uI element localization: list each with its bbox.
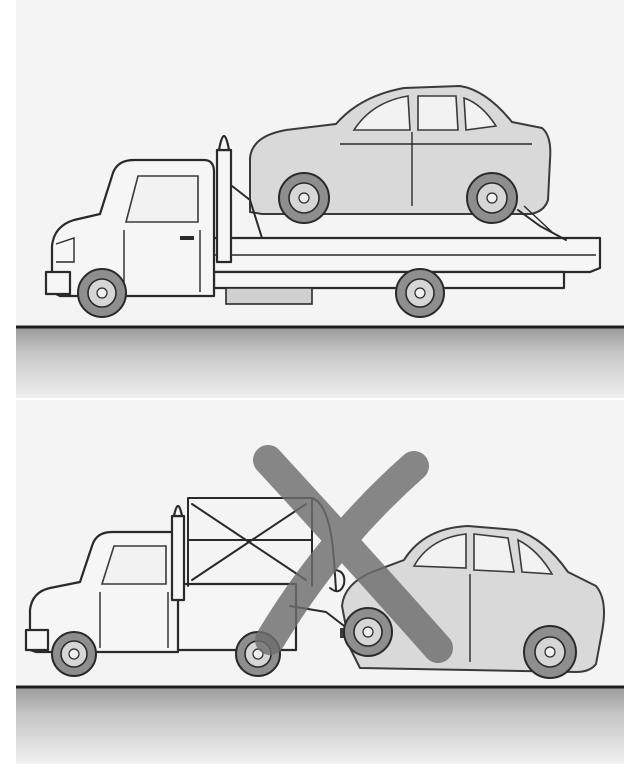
- truck-window: [102, 546, 166, 584]
- car-window-rear: [474, 534, 514, 572]
- front-bumper: [26, 630, 48, 650]
- car-rear-wheel: [524, 626, 576, 678]
- car-front-wheel: [344, 608, 392, 656]
- truck-rear-wheel: [396, 269, 444, 317]
- truck-front-wheel: [52, 632, 96, 676]
- car-front-wheel: [279, 173, 329, 223]
- car-window-rear: [418, 96, 458, 130]
- truck-front-wheel: [78, 269, 126, 317]
- panel-wheel-lift-towing: [16, 400, 624, 764]
- exhaust-stack: [217, 150, 231, 262]
- front-bumper: [46, 272, 70, 294]
- ground-shadow: [16, 328, 624, 398]
- ground-shadow: [16, 688, 624, 764]
- door-handle: [180, 236, 194, 240]
- tool-box: [226, 288, 312, 304]
- exhaust-stack: [172, 516, 184, 600]
- truck-window: [126, 176, 198, 222]
- car-rear-wheel: [467, 173, 517, 223]
- panel-flatbed-towing: [16, 0, 624, 398]
- truck-frame: [214, 272, 564, 288]
